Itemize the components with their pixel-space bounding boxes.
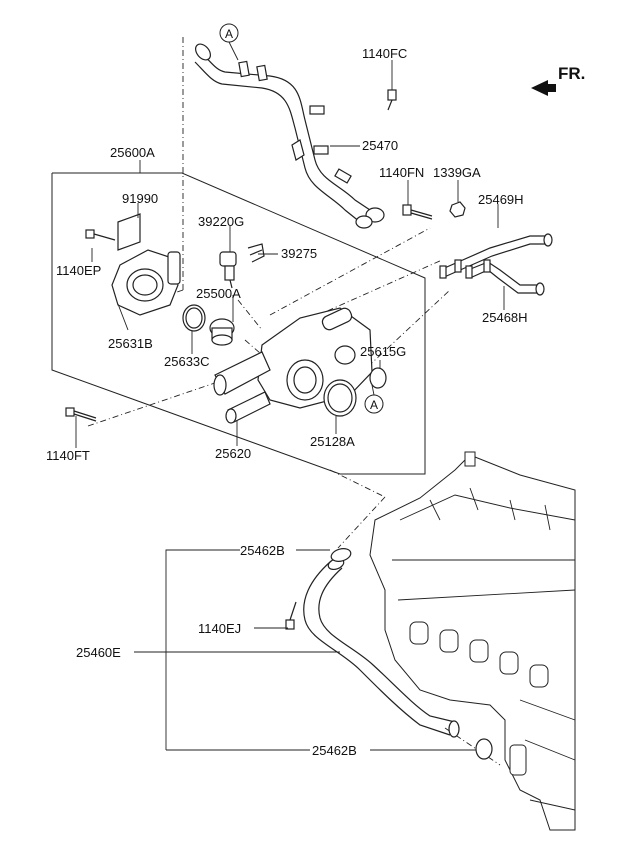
svg-text:A: A bbox=[370, 398, 378, 412]
o-ring-25615g bbox=[369, 367, 387, 389]
engine-block bbox=[369, 451, 576, 831]
label-25600a: 25600A bbox=[110, 145, 155, 160]
nut-1339ga bbox=[449, 201, 466, 218]
leader-lines bbox=[75, 60, 505, 751]
label-25633c: 25633C bbox=[164, 354, 210, 369]
gasket-25128a bbox=[323, 379, 357, 417]
label-25470: 25470 bbox=[362, 138, 398, 153]
front-arrow-icon bbox=[531, 80, 556, 96]
label-1140ft: 1140FT bbox=[46, 448, 90, 463]
label-25468h: 25468H bbox=[482, 310, 528, 325]
label-39275: 39275 bbox=[281, 246, 317, 261]
label-25620: 25620 bbox=[215, 446, 251, 461]
o-ring-25462b-bottom bbox=[475, 738, 493, 760]
label-39220g: 39220G bbox=[198, 214, 244, 229]
clip-39275 bbox=[247, 243, 265, 263]
o-ring-25462b-top bbox=[330, 548, 352, 562]
front-direction-indicator: FR. bbox=[531, 64, 585, 96]
part-labels: 25600A 91990 1140EP 25631B 39220G 39275 … bbox=[46, 46, 528, 758]
engine-ports bbox=[409, 621, 549, 688]
bolt-1140fc bbox=[387, 89, 397, 111]
pipe-25468h bbox=[465, 259, 545, 296]
label-25460e: 25460E bbox=[76, 645, 121, 660]
label-25462b-top: 25462B bbox=[240, 543, 285, 558]
label-25500a: 25500A bbox=[196, 286, 241, 301]
upper-pipe-25470 bbox=[194, 43, 385, 229]
pipe-25469h bbox=[439, 233, 553, 279]
bolt-1140ep bbox=[85, 229, 116, 241]
label-1140ej: 1140EJ bbox=[198, 621, 241, 636]
front-label: FR. bbox=[558, 64, 585, 83]
label-91990: 91990 bbox=[122, 191, 158, 206]
bolt-1140ej bbox=[285, 601, 297, 630]
label-25615g: 25615G bbox=[360, 344, 406, 359]
label-25462b-bottom: 25462B bbox=[312, 743, 357, 758]
label-25469h: 25469H bbox=[478, 192, 524, 207]
svg-text:A: A bbox=[225, 27, 233, 41]
label-25631b: 25631B bbox=[108, 336, 153, 351]
bolt-1140ft bbox=[65, 407, 97, 422]
thermostat-housing-25631b bbox=[111, 213, 181, 316]
assembly-frame bbox=[51, 172, 426, 475]
gasket-25633c bbox=[182, 304, 206, 332]
label-1140fn: 1140FN bbox=[379, 165, 424, 180]
temp-sensor-39220g bbox=[219, 251, 237, 289]
callout-a-top: A bbox=[219, 23, 239, 61]
thermostat-25500a bbox=[209, 318, 235, 346]
bolt-1140fn bbox=[402, 204, 433, 220]
callout-a-mid: A bbox=[364, 384, 384, 414]
label-1140ep: 1140EP bbox=[56, 263, 101, 278]
label-1339ga: 1339GA bbox=[433, 165, 481, 180]
label-25128a: 25128A bbox=[310, 434, 355, 449]
label-1140fc: 1140FC bbox=[362, 46, 407, 61]
